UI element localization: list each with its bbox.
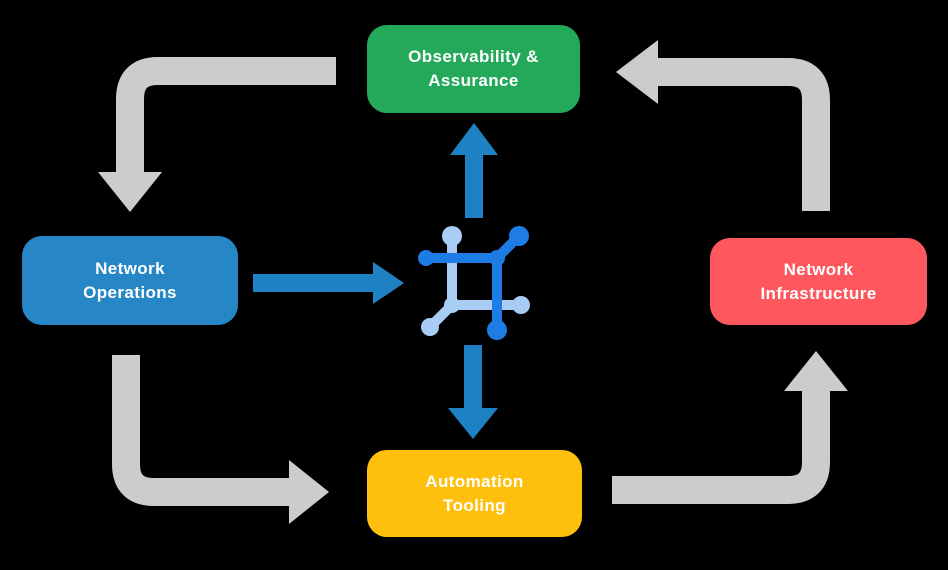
- node-label-line: Observability &: [408, 47, 539, 66]
- arrow-operations-to-automation: [112, 355, 329, 524]
- node-label-line: Network: [783, 259, 854, 279]
- arrow-center-to-automation: [448, 345, 498, 439]
- node-automation-tooling: Automation Tooling: [367, 450, 582, 537]
- arrow-infrastructure-to-observability: [616, 40, 830, 211]
- node-network-infrastructure: Network Infrastructure: [710, 238, 927, 325]
- node-observability-assurance: Observability & Assurance: [367, 25, 580, 113]
- network-icon-dark-parts: [418, 226, 529, 340]
- node-label-line: Tooling: [443, 495, 506, 515]
- node-label-line: Network: [95, 258, 165, 278]
- arrow-center-to-observability: [450, 123, 498, 218]
- arrow-automation-to-infrastructure: [612, 351, 848, 504]
- arrow-operations-to-center: [253, 262, 404, 304]
- node-label-line: Operations: [83, 282, 177, 302]
- node-label-line: Infrastructure: [760, 283, 877, 303]
- network-automation-icon: [418, 226, 530, 340]
- node-network-operations: Network Operations: [22, 236, 238, 325]
- node-label-line: Automation: [425, 471, 524, 491]
- node-label-line: Assurance: [428, 71, 519, 90]
- arrow-observability-to-operations: [98, 57, 336, 212]
